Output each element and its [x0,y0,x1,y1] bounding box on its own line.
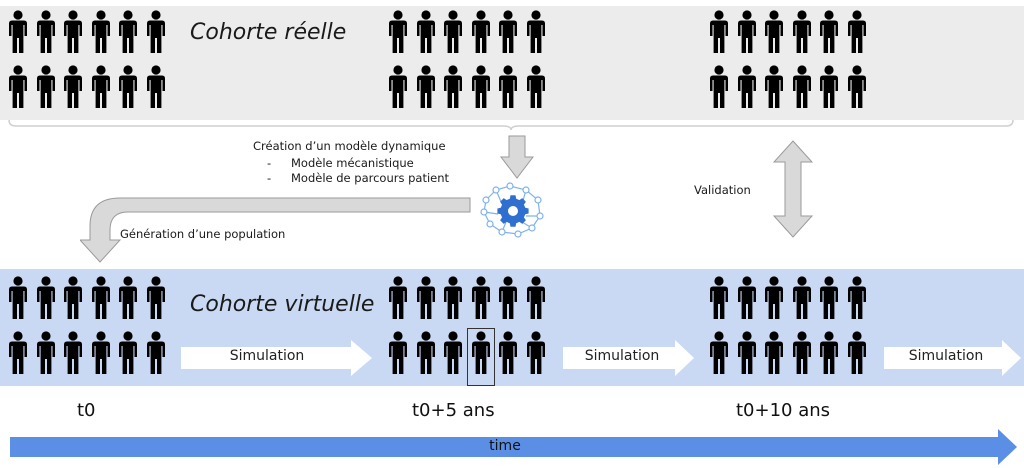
person-icon [8,331,28,379]
real-cohort-label: Cohorte réelle [190,20,347,45]
person-icon [847,276,867,324]
person-icon [443,276,463,324]
real-cohort-brace [8,120,1014,130]
generation-label: Génération d’une population [120,227,286,241]
person-icon [146,331,166,379]
model-type-item: -Modèle de parcours patient [267,171,450,185]
person-icon [146,65,166,113]
person-icon [416,331,436,379]
person-icon [416,276,436,324]
person-icon [388,276,408,324]
person-icon [8,276,28,324]
person-icon [526,65,546,113]
person-icon [792,331,812,379]
down-arrow [500,135,534,179]
person-icon [443,65,463,113]
model-creation-label: Création d’un modèle dynamique [253,139,446,153]
person-icon [91,65,111,113]
validation-label: Validation [694,183,751,197]
person-icon [819,331,839,379]
person-icon [737,331,757,379]
person-icon [737,10,757,58]
person-icon [388,10,408,58]
person-icon [709,331,729,379]
generation-arrow [80,197,471,263]
person-icon [416,65,436,113]
person-icon [91,10,111,58]
person-icon [819,10,839,58]
person-icon [526,331,546,379]
person-icon [526,10,546,58]
person-icon [764,331,784,379]
simulation-arrow-2 [563,340,694,376]
person-icon [819,276,839,324]
person-icon [63,10,83,58]
person-icon [36,276,56,324]
time-axis-arrow [10,429,1017,465]
person-icon [526,276,546,324]
person-icon [819,65,839,113]
person-icon [118,10,138,58]
person-icon [8,65,28,113]
simulation-arrow-3 [884,340,1021,376]
simulation-label-1: Simulation [229,348,305,364]
person-icon [764,65,784,113]
person-icon [709,10,729,58]
person-icon [118,331,138,379]
person-icon [91,276,111,324]
person-icon [847,331,867,379]
model-type-item: -Modèle mécanistique [267,156,414,170]
timepoint-t5: t0+5 ans [412,400,495,421]
time-axis-label: time [489,438,521,454]
person-icon [471,65,491,113]
person-icon [737,276,757,324]
timepoint-t0: t0 [77,400,96,421]
person-icon [471,10,491,58]
person-icon [498,276,518,324]
person-icon [63,276,83,324]
person-icon [8,10,28,58]
person-icon [792,65,812,113]
timepoint-t10: t0+10 ans [736,400,831,421]
person-icon [792,10,812,58]
person-icon [388,65,408,113]
person-icon [443,331,463,379]
person-icon [792,276,812,324]
person-icon [388,331,408,379]
person-icon [847,10,867,58]
person-icon [118,276,138,324]
person-icon [36,65,56,113]
person-icon [498,65,518,113]
selected-individual-box [467,328,495,386]
person-icon [764,10,784,58]
person-icon [737,65,757,113]
person-icon [416,10,436,58]
simulation-label-2: Simulation [584,348,660,364]
model-type-list: -Modèle mécanistique -Modèle de parcours… [267,156,449,186]
person-icon [36,331,56,379]
person-icon [498,10,518,58]
person-icon [118,65,138,113]
person-icon [847,65,867,113]
person-icon [36,10,56,58]
person-icon [709,276,729,324]
person-icon [764,276,784,324]
person-icon [471,276,491,324]
person-icon [709,65,729,113]
validation-arrow [773,140,813,238]
person-icon [63,65,83,113]
virtual-cohort-label: Cohorte virtuelle [190,292,375,317]
person-icon [146,10,166,58]
person-icon [498,331,518,379]
person-icon [146,276,166,324]
gear-network-icon [480,182,544,238]
simulation-arrow-1 [181,340,372,376]
person-icon [63,331,83,379]
person-icon [443,10,463,58]
person-icon [91,331,111,379]
simulation-label-3: Simulation [908,348,984,364]
person-icon [471,331,491,379]
